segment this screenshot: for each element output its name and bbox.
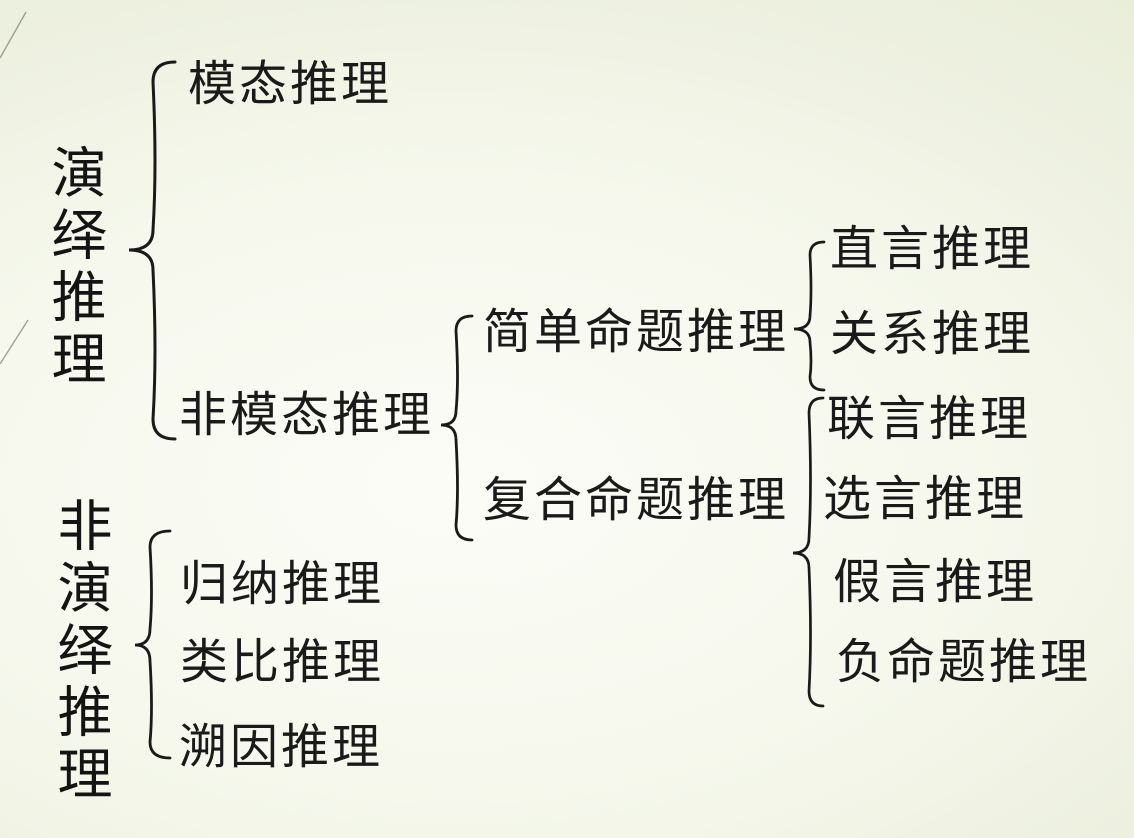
brace-compound-proposition: [792, 396, 825, 708]
node-compound-proposition-reasoning: 复合命题推理: [483, 474, 790, 527]
node-inductive-reasoning: 归纳推理: [180, 558, 385, 611]
node-simple-proposition-reasoning: 简单命题推理: [483, 306, 790, 359]
node-abductive-reasoning: 溯因推理: [179, 721, 384, 774]
node-non-modal-reasoning: 非模态推理: [179, 389, 435, 442]
node-categorical-reasoning: 直言推理: [830, 223, 1035, 276]
decor-line-top-left: [0, 11, 27, 59]
node-deductive-reasoning: 演绎推理: [43, 144, 104, 392]
node-conjunctive-reasoning: 联言推理: [827, 393, 1032, 446]
node-negative-proposition-reasoning: 负命题推理: [836, 636, 1092, 689]
node-disjunctive-reasoning: 选言推理: [823, 473, 1028, 526]
node-analogical-reasoning: 类比推理: [180, 636, 385, 689]
brace-deductive: [128, 60, 177, 441]
node-non-deductive-reasoning: 非演绎推理: [49, 497, 110, 807]
node-modal-reasoning: 模态推理: [188, 58, 393, 111]
node-relational-reasoning: 关系推理: [830, 308, 1035, 361]
decor-line-left: [0, 319, 29, 365]
brace-non-deductive: [134, 529, 172, 760]
node-hypothetical-reasoning: 假言推理: [833, 556, 1038, 609]
brace-non-modal: [440, 314, 474, 542]
brace-simple-proposition: [793, 240, 826, 392]
